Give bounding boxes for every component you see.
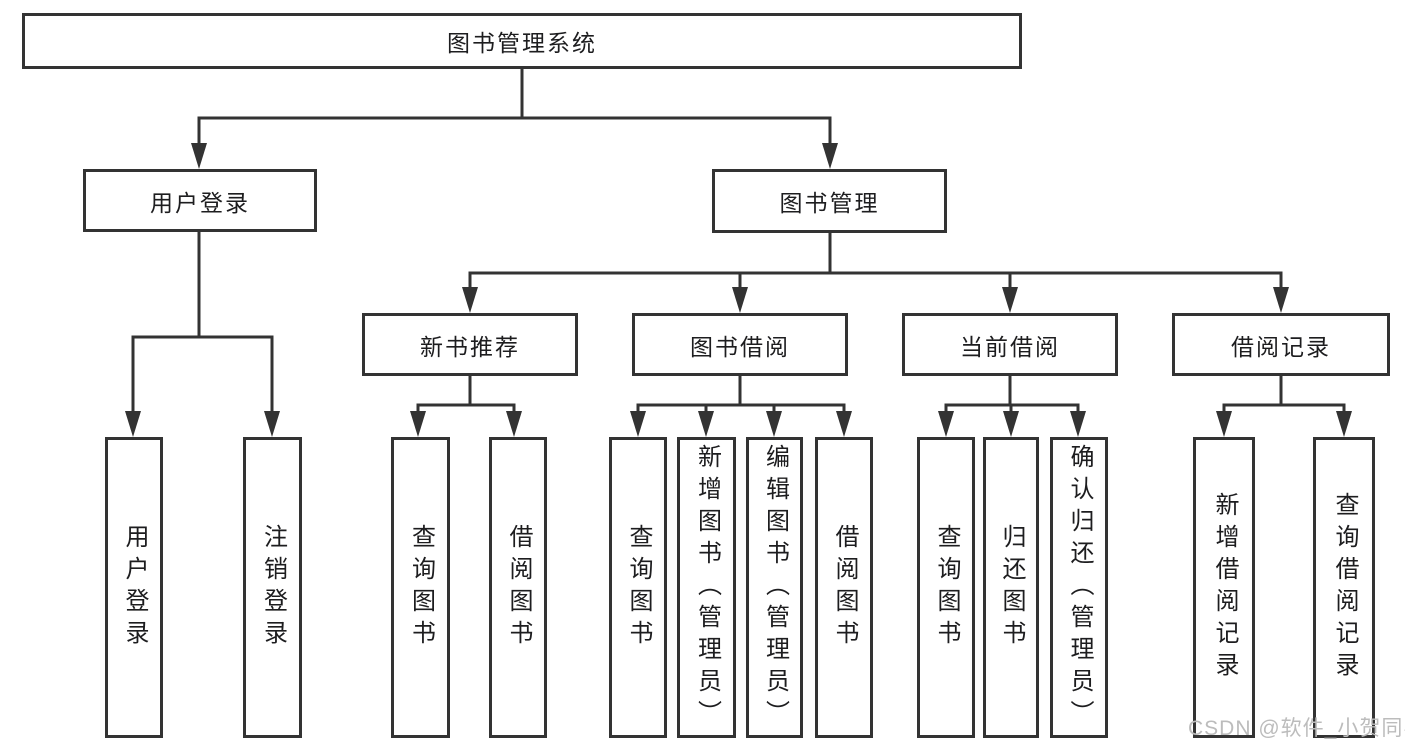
leaf-logout: 注销登录 xyxy=(243,437,302,738)
leaf-label: 查询图书 xyxy=(933,523,960,652)
node-borrow-records: 借阅记录 xyxy=(1172,313,1390,376)
leaf-borrow-books-recommend: 借阅图书 xyxy=(489,437,547,738)
leaf-label: 查询图书 xyxy=(625,523,652,652)
leaf-query-books-current: 查询图书 xyxy=(917,437,975,738)
leaf-query-books-borrow: 查询图书 xyxy=(609,437,667,738)
leaf-label: 新增借阅记录 xyxy=(1211,491,1238,684)
leaf-user-login: 用户登录 xyxy=(105,437,163,738)
node-user-login: 用户登录 xyxy=(83,169,317,232)
node-root-system: 图书管理系统 xyxy=(22,13,1022,69)
leaf-add-borrow-record: 新增借阅记录 xyxy=(1193,437,1255,738)
connector-lines xyxy=(131,67,1346,407)
leaf-label: 查询图书 xyxy=(407,523,435,652)
arrow-heads xyxy=(125,143,1352,437)
leaf-label: 借阅图书 xyxy=(505,523,532,652)
leaf-label: 用户登录 xyxy=(121,523,148,652)
arrow-shafts xyxy=(131,116,1346,415)
leaf-label: 新增图书（管理员） xyxy=(693,443,721,732)
leaf-return-books: 归还图书 xyxy=(983,437,1039,738)
leaf-label: 查询借阅记录 xyxy=(1331,491,1358,684)
node-book-management: 图书管理 xyxy=(712,169,947,233)
leaf-label: 注销登录 xyxy=(259,523,287,652)
leaf-label: 归还图书 xyxy=(998,523,1025,652)
leaf-borrow-books: 借阅图书 xyxy=(815,437,873,738)
leaf-query-books-recommend: 查询图书 xyxy=(391,437,450,738)
leaf-edit-books-admin: 编辑图书（管理员） xyxy=(746,437,803,738)
node-new-book-recommend: 新书推荐 xyxy=(362,313,578,376)
leaf-label: 借阅图书 xyxy=(831,523,858,652)
node-current-borrow: 当前借阅 xyxy=(902,313,1118,376)
leaf-add-books-admin: 新增图书（管理员） xyxy=(677,437,736,738)
leaf-label: 编辑图书（管理员） xyxy=(761,443,789,732)
leaf-label: 确认归还（管理员） xyxy=(1066,443,1093,732)
csdn-watermark: CSDN @软件_小贺同学 xyxy=(1188,717,1405,740)
leaf-query-borrow-record: 查询借阅记录 xyxy=(1313,437,1375,738)
leaf-confirm-return-admin: 确认归还（管理员） xyxy=(1050,437,1108,738)
node-book-borrow: 图书借阅 xyxy=(632,313,848,376)
